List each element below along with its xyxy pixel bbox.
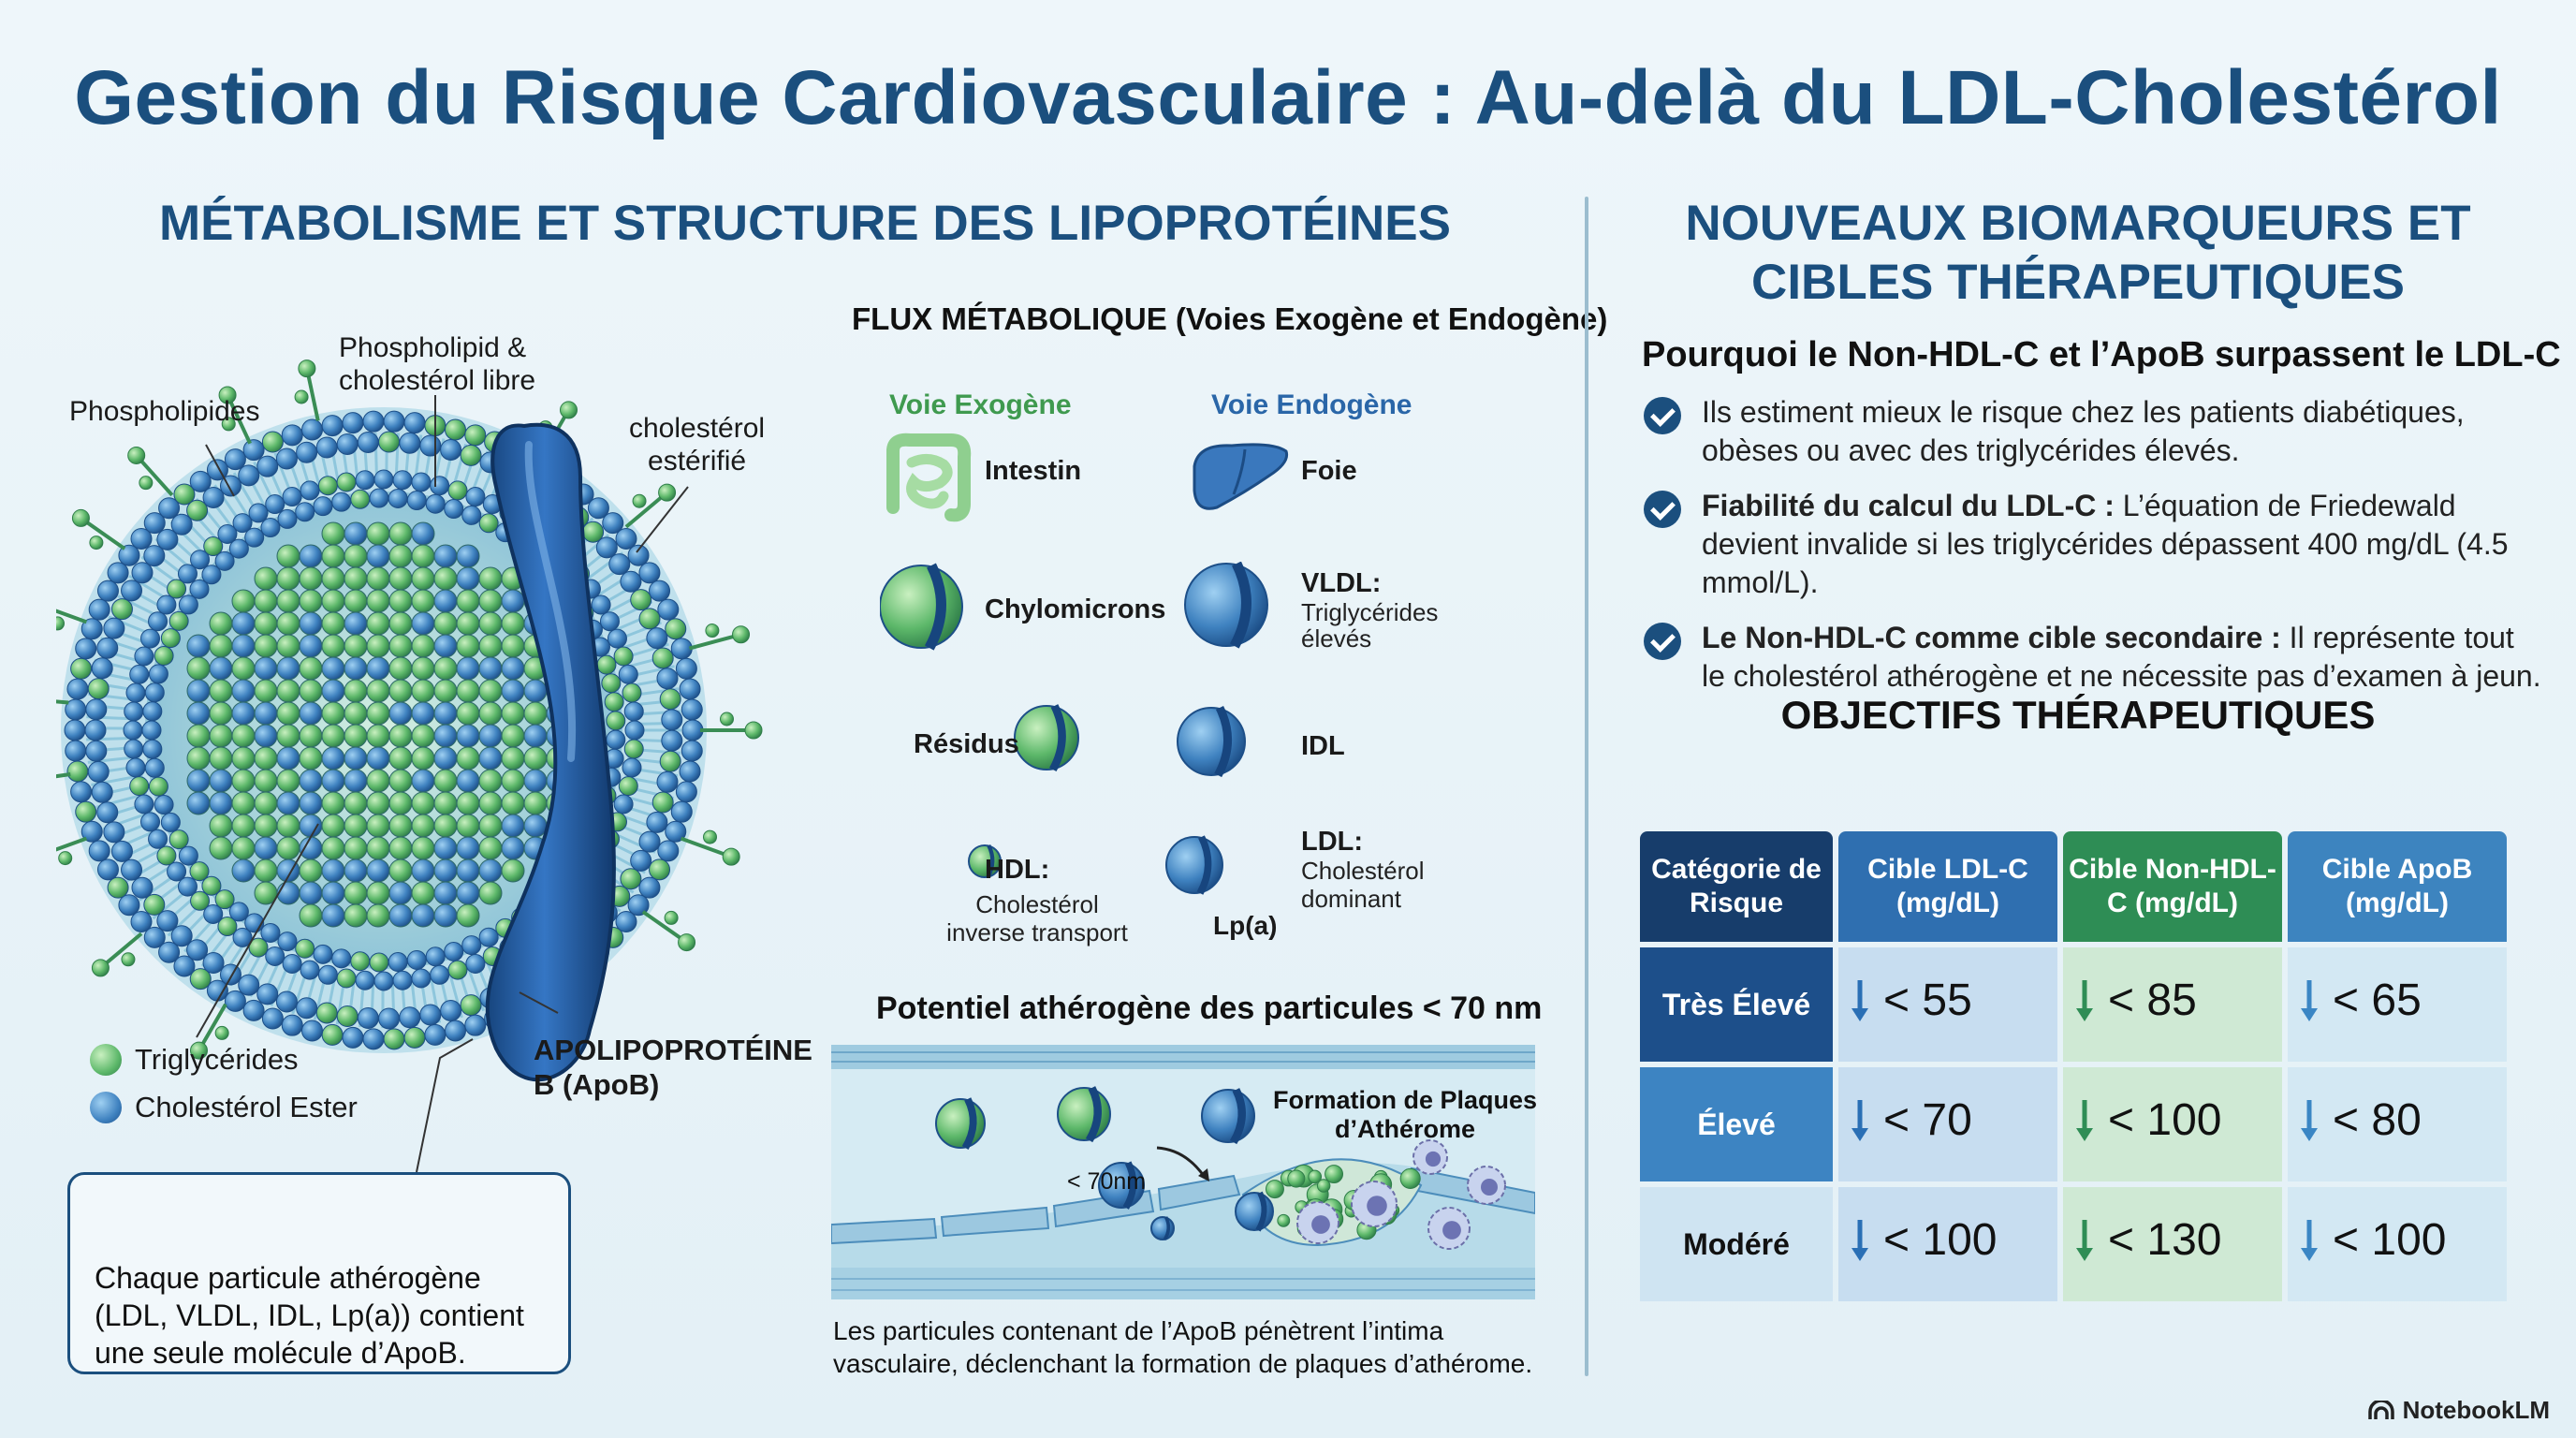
objectives-heading: OBJECTIFS THÉRAPEUTIQUES <box>1780 693 2376 737</box>
reason-item: Le Non-HDL-C comme cible secondaire : Il… <box>1644 619 2542 696</box>
arrow-down-icon <box>2076 1219 2093 1261</box>
table-row: Très Élevé< 55< 85< 65 <box>1640 947 2507 1062</box>
hdl-description: Cholestérol inverse transport <box>946 890 1128 946</box>
apob-target-cell: < 100 <box>2288 1187 2507 1301</box>
vldl-label: VLDL: Triglycérides élevés <box>1301 568 1439 653</box>
risk-category-cell: Modéré <box>1640 1187 1833 1301</box>
flux-heading: FLUX MÉTABOLIQUE (Voies Exogène et Endog… <box>852 301 1608 336</box>
arrow-down-icon <box>2301 1219 2318 1261</box>
intestine-icon <box>886 433 972 522</box>
arrow-down-icon <box>2076 1099 2093 1141</box>
right-section-title: NOUVEAUX BIOMARQUEURS ET CIBLES THÉRAPEU… <box>1685 196 2471 310</box>
apob-label: APOLIPOPROTÉINE B (ApoB) <box>534 1034 812 1101</box>
exogenous-pathway-label: Voie Exogène <box>889 389 1072 420</box>
header-apob-target: Cible ApoB (mg/dL) <box>2288 831 2507 942</box>
risk-category-cell: Élevé <box>1640 1067 1833 1181</box>
left-section-title: MÉTABOLISME ET STRUCTURE DES LIPOPROTÉIN… <box>158 196 1452 251</box>
page-title: Gestion du Risque Cardiovasculaire : Au-… <box>74 55 2502 140</box>
header-nonhdl-target: Cible Non-HDL-C (mg/dL) <box>2063 831 2282 942</box>
why-heading: Pourquoi le Non-HDL-C et l’ApoB surpasse… <box>1642 335 2561 374</box>
check-icon <box>1644 622 1681 660</box>
intestin-label: Intestin <box>985 456 1082 486</box>
athero-caption: Les particules contenant de l’ApoB pénèt… <box>833 1316 1533 1378</box>
size-label: < 70nm <box>1067 1168 1147 1195</box>
esterified-cholesterol-label: cholestérol estérifié <box>629 413 766 477</box>
legend-item-cholesterol-ester: Cholestérol Ester <box>90 1091 358 1125</box>
arrow-down-icon <box>2301 1099 2318 1141</box>
header-risk-category: Catégorie de Risque <box>1640 831 1833 942</box>
apob-target-cell: < 65 <box>2288 947 2507 1062</box>
athero-heading: Potentiel athérogène des particules < 70… <box>876 990 1543 1026</box>
arrow-down-icon <box>1852 1219 1868 1261</box>
section-divider <box>1585 197 1588 1376</box>
chylomicrons-label: Chylomicrons <box>985 594 1166 624</box>
lipoprotein-particle-illustration <box>56 360 763 1082</box>
phospholipid-free-cholesterol-label: Phospholipid & cholestérol libre <box>339 332 536 397</box>
particle-leader-lines <box>196 395 689 1173</box>
arrow-down-icon <box>1852 1099 1868 1141</box>
notebooklm-logo-icon <box>2367 1400 2394 1419</box>
residus-label: Résidus <box>914 729 1019 759</box>
phospholipides-label: Phospholipides <box>69 396 260 427</box>
therapeutic-targets-table: Catégorie de Risque Cible LDL-C (mg/dL) … <box>1634 826 2512 1307</box>
endogenous-pathway-label: Voie Endogène <box>1211 389 1412 420</box>
cholesterol-ester-dot-icon <box>90 1091 122 1123</box>
triglyceride-dot-icon <box>90 1044 122 1077</box>
risk-category-cell: Très Élevé <box>1640 947 1833 1062</box>
ldl-target-cell: < 100 <box>1838 1187 2057 1301</box>
nonhdl-target-cell: < 100 <box>2063 1067 2282 1181</box>
idl-label: IDL <box>1301 731 1345 761</box>
ldl-target-cell: < 70 <box>1838 1067 2057 1181</box>
reason-item: Ils estiment mieux le risque chez les pa… <box>1644 393 2542 470</box>
liver-icon <box>1193 443 1289 510</box>
nonhdl-target-cell: < 85 <box>2063 947 2282 1062</box>
particle-legend: Triglycérides Cholestérol Ester <box>90 1043 358 1124</box>
arrow-down-icon <box>1852 979 1868 1021</box>
flux-particles <box>880 562 1268 895</box>
lpa-label: Lp(a) <box>1213 911 1278 940</box>
table-row: Modéré< 100< 130< 100 <box>1640 1187 2507 1301</box>
arrow-down-icon <box>2301 979 2318 1021</box>
brand-badge: NotebookLM <box>2367 1396 2550 1425</box>
artery-wall-illustration <box>831 1045 1535 1299</box>
ldl-target-cell: < 55 <box>1838 947 2057 1062</box>
reasons-list: Ils estiment mieux le risque chez les pa… <box>1644 393 2542 696</box>
nonhdl-target-cell: < 130 <box>2063 1187 2282 1301</box>
header-ldl-target: Cible LDL-C (mg/dL) <box>1838 831 2057 942</box>
apob-target-cell: < 80 <box>2288 1067 2507 1181</box>
plaque-formation-label: Formation de Plaques d’Athérome <box>1273 1086 1538 1144</box>
legend-item-triglycerides: Triglycérides <box>90 1043 358 1078</box>
reason-item: Fiabilité du calcul du LDL-C : L’équatio… <box>1644 487 2542 602</box>
ldl-label: LDL: Cholestérol dominant <box>1301 827 1425 914</box>
check-icon <box>1644 397 1681 434</box>
check-icon <box>1644 490 1681 528</box>
arrow-down-icon <box>2076 979 2093 1021</box>
hdl-label: HDL: <box>985 855 1050 885</box>
foie-label: Foie <box>1301 456 1357 486</box>
apob-callout: Chaque particule athérogène (LDL, VLDL, … <box>67 1172 571 1374</box>
table-row: Élevé< 70< 100< 80 <box>1640 1067 2507 1181</box>
